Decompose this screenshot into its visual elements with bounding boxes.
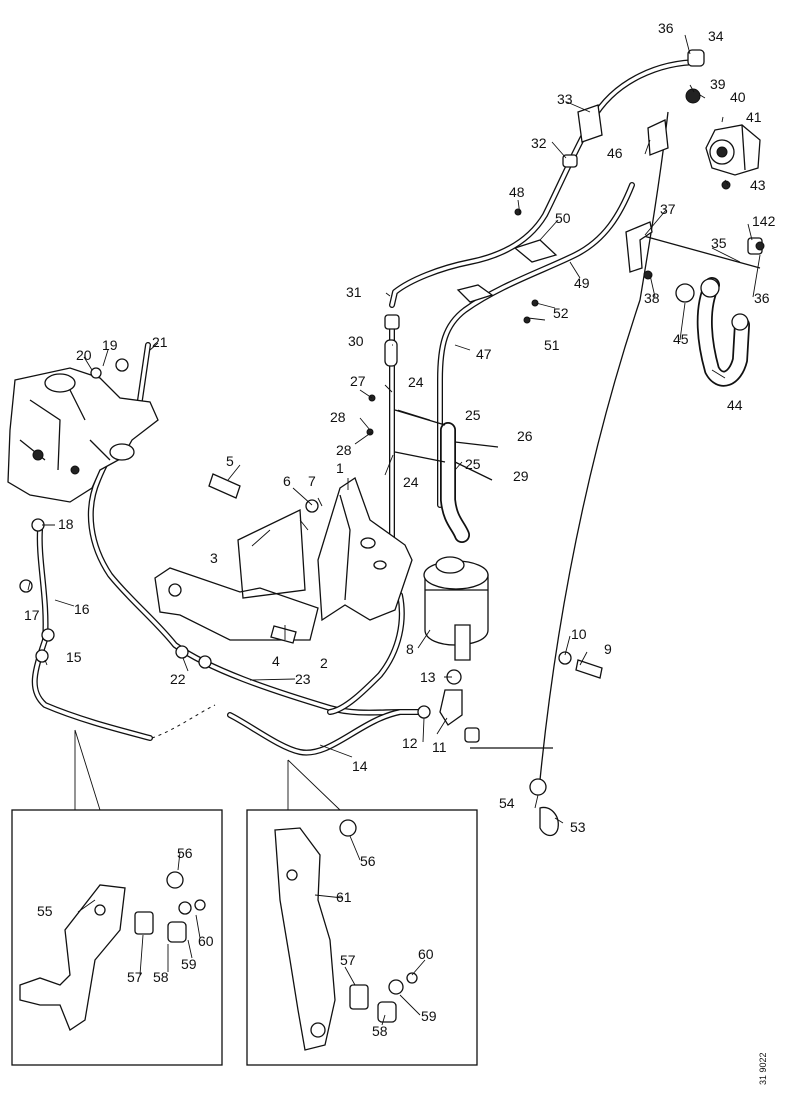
callout-2: 2: [320, 655, 328, 671]
callout-39: 39: [710, 76, 726, 92]
drawing-code: 31 9022: [758, 1052, 768, 1085]
valve-41: [705, 124, 761, 176]
callout-32: 32: [531, 135, 547, 151]
inset-box-right: [246, 759, 478, 1066]
reservoir-tank-8: [423, 556, 489, 661]
callout-43: 43: [750, 177, 766, 193]
callout-29: 29: [513, 468, 529, 484]
callout-41: 41: [746, 109, 762, 125]
callout-27: 27: [350, 373, 366, 389]
callout-14: 14: [352, 758, 368, 774]
callout-60-right: 60: [418, 946, 434, 962]
callout-4: 4: [272, 653, 280, 669]
pipe-33-top: [389, 59, 703, 308]
bracket-1: [317, 476, 413, 622]
pipe-35-link: [639, 234, 761, 269]
callout-55: 55: [37, 903, 53, 919]
hose-44: [696, 277, 750, 387]
callout-61: 61: [336, 889, 352, 905]
callout-40: 40: [730, 89, 746, 105]
callout-28-upper: 28: [330, 409, 346, 425]
callout-33: 33: [557, 91, 573, 107]
callout-38: 38: [644, 290, 660, 306]
callout-6: 6: [283, 473, 291, 489]
callout-10: 10: [571, 626, 587, 642]
callout-23: 23: [295, 671, 311, 687]
callout-35: 35: [711, 235, 727, 251]
callout-3: 3: [210, 550, 218, 566]
callout-60-left: 60: [198, 933, 214, 949]
callout-47: 47: [476, 346, 492, 362]
pipe-break-dash: [151, 704, 216, 739]
callout-46: 46: [607, 145, 623, 161]
callout-36-right: 36: [754, 290, 770, 306]
callout-57-right: 57: [340, 952, 356, 968]
callout-25-upper: 25: [465, 407, 481, 423]
callout-labels: 1 2 3 4 5 6 7 8 9 10 11 12 13 14 15 16 1…: [24, 20, 776, 1039]
callout-50: 50: [555, 210, 571, 226]
callout-1: 1: [336, 460, 344, 476]
callout-26: 26: [517, 428, 533, 444]
callout-28-lower: 28: [336, 442, 352, 458]
callout-44: 44: [727, 397, 743, 413]
callout-5: 5: [226, 453, 234, 469]
callout-58-left: 58: [153, 969, 169, 985]
callout-15: 15: [66, 649, 82, 665]
line-to-53: [539, 111, 669, 781]
callout-53: 53: [570, 819, 586, 835]
pipe-16-left: [31, 527, 153, 741]
pump-bracket-3: [154, 508, 319, 641]
hose-47-lower: [440, 422, 470, 543]
callout-48: 48: [509, 184, 525, 200]
pipe-14-lower: [227, 709, 423, 756]
callout-30: 30: [348, 333, 364, 349]
callout-12: 12: [402, 735, 418, 751]
callout-52: 52: [553, 305, 569, 321]
callout-24-upper: 24: [408, 374, 424, 390]
callout-20: 20: [76, 347, 92, 363]
callout-37: 37: [660, 201, 676, 217]
callout-19: 19: [102, 337, 118, 353]
callout-59-right: 59: [421, 1008, 437, 1024]
pipe-bracket-23: [327, 592, 405, 715]
callout-8: 8: [406, 641, 414, 657]
callout-56-right: 56: [360, 853, 376, 869]
callout-7: 7: [308, 473, 316, 489]
callout-16: 16: [74, 601, 90, 617]
callout-22: 22: [170, 671, 186, 687]
callout-58-right: 58: [372, 1023, 388, 1039]
callout-45: 45: [673, 331, 689, 347]
callout-9: 9: [604, 641, 612, 657]
callout-36-top: 36: [658, 20, 674, 36]
callout-25-lower: 25: [465, 456, 481, 472]
callout-54: 54: [499, 795, 515, 811]
callout-13: 13: [420, 669, 436, 685]
callout-142: 142: [752, 213, 776, 229]
steering-gear-housing: [7, 367, 159, 503]
pipe-47: [437, 182, 635, 508]
callout-56-left: 56: [177, 845, 193, 861]
leader-lines: [27, 34, 761, 1026]
inset-box-left: [11, 729, 223, 1066]
callout-57-left: 57: [127, 969, 143, 985]
callout-31: 31: [346, 284, 362, 300]
clip-brackets-49-50: [456, 104, 669, 303]
callout-21: 21: [152, 334, 168, 350]
callout-59-left: 59: [181, 956, 197, 972]
callout-18: 18: [58, 516, 74, 532]
callout-49: 49: [574, 275, 590, 291]
callout-34: 34: [708, 28, 724, 44]
callout-17: 17: [24, 607, 40, 623]
callout-11: 11: [432, 739, 447, 755]
callout-51: 51: [544, 337, 560, 353]
callout-24-lower: 24: [403, 474, 419, 490]
